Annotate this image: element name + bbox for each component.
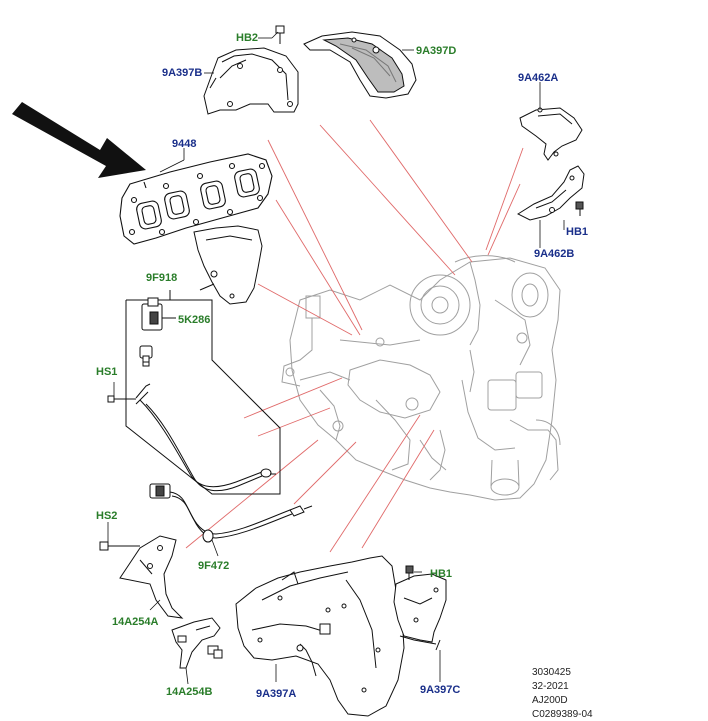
reference-engine: AJ200D (532, 695, 568, 706)
sensor-5k286 (141, 297, 176, 331)
gasket-9448 (119, 153, 273, 245)
bolt-hb2-top (275, 25, 285, 44)
reference-illustration-id: C0289389-04 (532, 709, 593, 720)
label-9448: 9448 (172, 138, 197, 150)
reference-date: 32-2021 (532, 681, 569, 692)
label-9a462b: 9A462B (534, 248, 575, 260)
bolt-hb1-bottom (405, 565, 414, 580)
label-9f472: 9F472 (198, 560, 230, 572)
label-9a397c: 9A397C (420, 684, 461, 696)
reference-number: 3030425 (532, 667, 571, 678)
bracket-14a254a (99, 535, 184, 619)
sensor-group-box (125, 290, 281, 495)
bracket-9a462a (519, 107, 583, 161)
sensor-cable-9f472 (149, 483, 313, 543)
label-14a254b: 14A254B (166, 686, 213, 698)
callout-arrow (12, 102, 146, 178)
heat-shield-9a397b (203, 47, 299, 115)
label-9a397a: 9A397A (256, 688, 297, 700)
label-9f918: 9F918 (146, 272, 178, 284)
label-hb1-bottom: HB1 (430, 568, 453, 580)
label-hs1: HS1 (96, 366, 118, 378)
pipe-with-hs1-bolt (107, 383, 276, 492)
label-9a397d: 9A397D (416, 45, 457, 57)
label-hs2: HS2 (96, 510, 118, 522)
heat-shield-9a397c (393, 573, 447, 651)
leader-lines (185, 119, 524, 553)
label-9a397b: 9A397B (162, 67, 203, 79)
manifold-lower-shield (193, 225, 263, 305)
label-14a254a: 14A254A (112, 616, 159, 628)
turbocharger-engine-ghost (281, 255, 561, 501)
heat-shield-9a397a (235, 555, 405, 717)
label-5k286: 5K286 (178, 314, 211, 326)
sensor-fitting (139, 345, 153, 367)
bracket-9a462b (516, 165, 585, 221)
heat-shield-9a397d (303, 31, 417, 99)
label-hb2-top: HB2 (236, 32, 259, 44)
bolt-hb1-right (575, 201, 584, 216)
bracket-14a254b (171, 617, 223, 669)
label-hb1-right: HB1 (566, 226, 589, 238)
label-leaders (107, 31, 565, 685)
label-9a462a: 9A462A (518, 72, 559, 84)
